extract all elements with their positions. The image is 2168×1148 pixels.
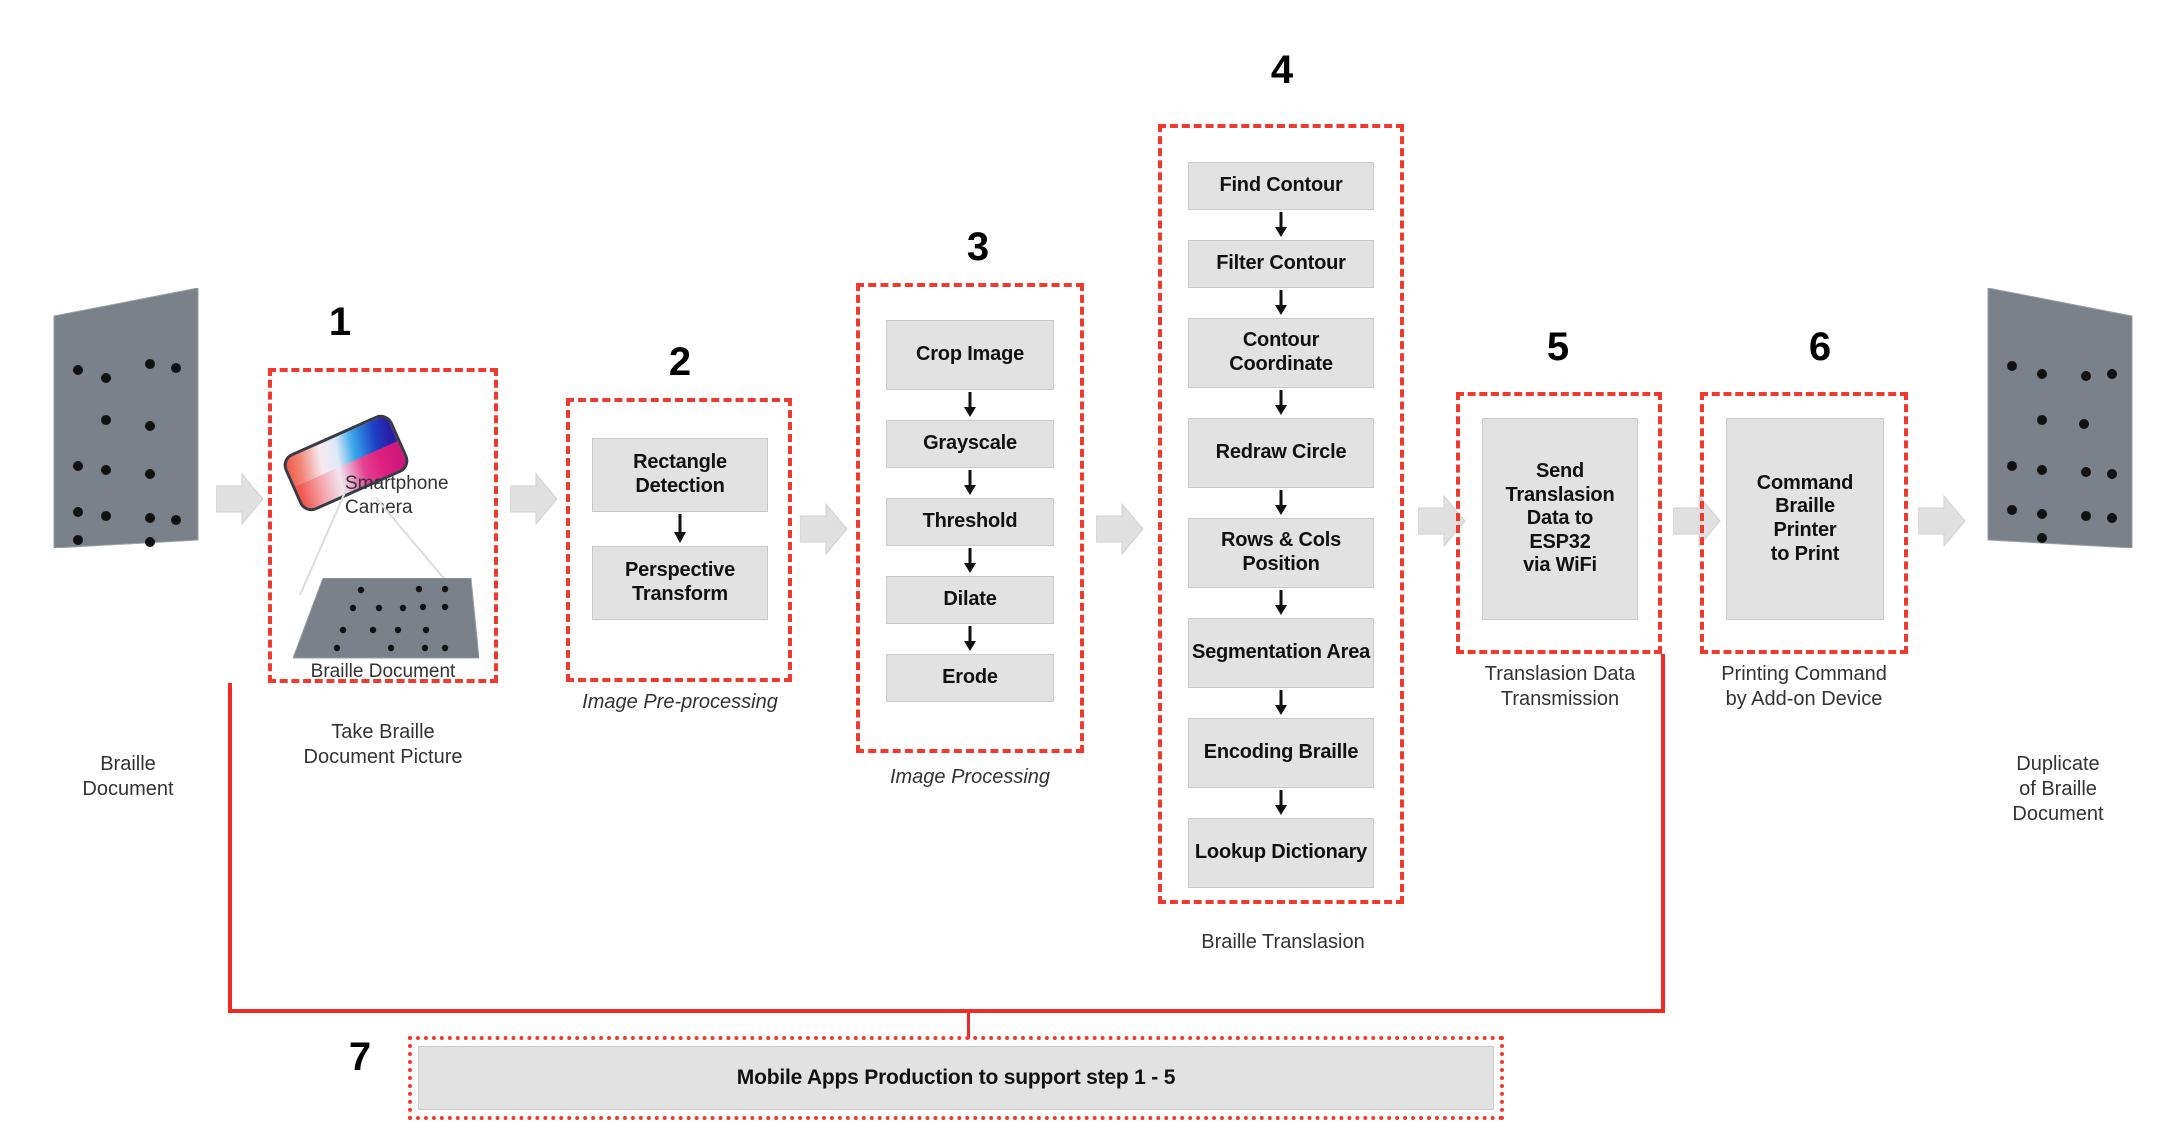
step-2-box-perspective-transform: Perspective Transform xyxy=(592,546,768,620)
step-3-caption: Image Processing xyxy=(889,766,1051,788)
output-label-line3: Document xyxy=(2012,803,2104,825)
step-4-box-contour-coordinate: Contour Coordinate xyxy=(1188,318,1374,388)
step-6-number: 6 xyxy=(1808,325,1832,369)
step-3-region xyxy=(856,283,1084,753)
step-5-region xyxy=(1456,392,1662,654)
step-2-arrow-1 xyxy=(674,514,686,543)
step-1-braille-document xyxy=(293,578,479,659)
step-5-box-line3: Data to xyxy=(1526,507,1594,530)
source-label: Braille Document xyxy=(38,752,218,802)
step-5-box-line2: Translasion xyxy=(1505,483,1615,506)
step-6-caption: Printing Command by Add-on Device xyxy=(1684,662,1924,712)
step-5-box-send-translation: Send Translasion Data to ESP32 via WiFi xyxy=(1482,418,1638,620)
step-4-box-filter-contour: Filter Contour xyxy=(1188,240,1374,288)
smartphone-label-line1: Smartphone xyxy=(345,473,449,494)
step7-connector-drop xyxy=(967,1009,970,1039)
step-4-box-rows-cols-position: Rows & Cols Position xyxy=(1188,518,1374,588)
step-2-caption: Image Pre-processing xyxy=(582,691,778,713)
step-4-number: 4 xyxy=(1270,48,1294,92)
step-3-box-dilate: Dilate xyxy=(886,576,1054,624)
step-6-box-line1: Command xyxy=(1756,471,1854,494)
step-2-box-rectangle-detection: Rectangle Detection xyxy=(592,438,768,512)
flow-arrow-step6-to-output xyxy=(1918,494,1966,548)
output-label-line2: of Braille xyxy=(2019,778,2097,800)
step-4-arrow-7 xyxy=(1275,790,1287,815)
step-1-document-label: Braille Document xyxy=(310,661,456,682)
step-4-caption: Braille Translasion xyxy=(1201,931,1365,953)
step7-connector-horizontal xyxy=(228,1009,1665,1013)
step-4-arrow-3 xyxy=(1275,390,1287,415)
step-4-arrow-1 xyxy=(1275,212,1287,237)
step-6-region xyxy=(1700,392,1908,654)
step-6-caption-line1: Printing Command xyxy=(1721,663,1887,685)
step-4-box-find-contour: Find Contour xyxy=(1188,162,1374,210)
step-5-number: 5 xyxy=(1546,325,1570,369)
step-1-caption-line2: Document Picture xyxy=(303,746,463,768)
step-5-box-line1: Send xyxy=(1535,460,1585,483)
step-4-arrow-4 xyxy=(1275,490,1287,515)
smartphone-label-line2: Camera xyxy=(345,496,413,518)
step-4-arrow-6 xyxy=(1275,690,1287,715)
step-5-caption-line1: Translasion Data xyxy=(1484,663,1636,685)
flow-arrow-step4-to-step5 xyxy=(1418,494,1466,548)
output-label: Duplicate of Braille Document xyxy=(1958,752,2158,827)
smartphone-camera-label: Smartphone Camera xyxy=(345,472,505,520)
step-4-box-encoding-braille: Encoding Braille xyxy=(1188,718,1374,788)
source-label-line2: Document xyxy=(82,778,174,800)
step-7-bar: Mobile Apps Production to support step 1… xyxy=(418,1046,1494,1110)
source-braille-sheet xyxy=(53,288,199,548)
step-6-box-line4: to Print xyxy=(1770,542,1840,565)
output-braille-sheet xyxy=(1987,288,2133,548)
step-3-box-erode: Erode xyxy=(886,654,1054,702)
step-4-box-segmentation-area: Segmentation Area xyxy=(1188,618,1374,688)
step-6-caption-line2: by Add-on Device xyxy=(1725,688,1883,710)
step-2-number: 2 xyxy=(668,340,692,384)
step-3-arrow-2 xyxy=(964,470,976,495)
flow-arrow-step5-to-step6 xyxy=(1673,494,1721,548)
step-3-box-threshold: Threshold xyxy=(886,498,1054,546)
step-1-caption-line1: Take Braille xyxy=(331,721,435,743)
output-label-line1: Duplicate xyxy=(2016,753,2100,775)
step-1-number: 1 xyxy=(328,300,352,344)
flow-arrow-step3-to-step4 xyxy=(1096,502,1144,556)
step-7-region xyxy=(408,1036,1504,1120)
step-5-caption-line2: Transmission xyxy=(1500,688,1620,710)
step-7-number: 7 xyxy=(348,1035,372,1079)
step-5-box-line5: via WiFi xyxy=(1523,554,1597,577)
step-4-arrow-5 xyxy=(1275,590,1287,615)
step-3-number: 3 xyxy=(966,225,990,269)
flow-arrow-step2-to-step3 xyxy=(800,502,848,556)
step-3-arrow-3 xyxy=(964,548,976,573)
step-3-arrow-4 xyxy=(964,626,976,651)
step7-connector-right-vertical xyxy=(1661,654,1665,1013)
step-5-box-line4: ESP32 xyxy=(1529,530,1591,553)
step-6-box-line3: Printer xyxy=(1773,519,1837,541)
step-3-box-grayscale: Grayscale xyxy=(886,420,1054,468)
step-4-box-lookup-dictionary: Lookup Dictionary xyxy=(1188,818,1374,888)
step-4-arrow-2 xyxy=(1275,290,1287,315)
step-4-box-redraw-circle: Redraw Circle xyxy=(1188,418,1374,488)
step-4-region xyxy=(1158,124,1404,904)
step-3-box-crop-image: Crop Image xyxy=(886,320,1054,390)
step-5-caption: Translasion Data Transmission xyxy=(1440,662,1680,712)
flow-arrow-step1-to-step2 xyxy=(510,472,558,526)
step-6-box-command-printer: Command Braille Printer to Print xyxy=(1726,418,1884,620)
step-1-region xyxy=(268,368,498,683)
step7-connector-left-vertical xyxy=(228,683,232,1013)
source-label-line1: Braille xyxy=(100,753,156,775)
step-3-arrow-1 xyxy=(964,392,976,417)
step-6-box-line2: Braille xyxy=(1775,495,1835,518)
step-1-caption: Take Braille Document Picture xyxy=(283,720,483,770)
flow-arrow-source-to-step1 xyxy=(216,472,264,526)
step-2-region xyxy=(566,398,792,682)
